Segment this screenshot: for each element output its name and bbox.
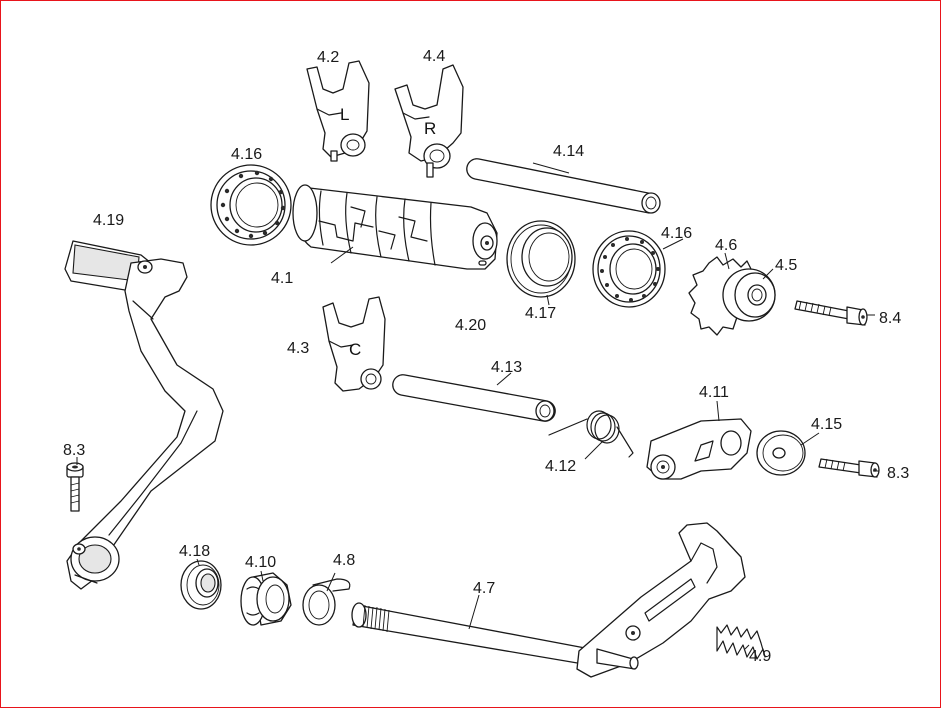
shift-pawl-4-11[interactable] xyxy=(646,418,752,480)
label-4-7: 4.7 xyxy=(473,580,495,597)
gear-shift-lever-4-19[interactable] xyxy=(64,240,224,590)
spring-4-9[interactable] xyxy=(716,624,766,660)
label-4-12: 4.12 xyxy=(545,458,576,475)
label-4-14: 4.14 xyxy=(553,143,584,160)
bearing-4-16-right[interactable] xyxy=(592,230,666,308)
bolt-8-4[interactable] xyxy=(794,300,868,326)
fork-shaft-4-14[interactable] xyxy=(466,158,661,214)
label-8-3-right: 8.3 xyxy=(887,465,909,482)
bolt-8-3-lever[interactable] xyxy=(66,462,84,512)
fork-letter-r: R xyxy=(424,119,436,138)
clip-ring-4-8[interactable] xyxy=(302,578,351,626)
fork-shaft-4-13[interactable] xyxy=(392,374,556,422)
washer-4-15[interactable] xyxy=(756,430,806,476)
label-4-13: 4.13 xyxy=(491,359,522,376)
shift-fork-4-4[interactable]: R xyxy=(394,64,464,178)
label-4-15: 4.15 xyxy=(811,416,842,433)
bearing-4-16-left[interactable] xyxy=(210,164,292,246)
label-4-11: 4.11 xyxy=(699,384,729,401)
bolt-8-3-right[interactable] xyxy=(818,458,880,478)
label-8-4: 8.4 xyxy=(879,310,901,327)
label-4-16-right: 4.16 xyxy=(661,225,692,242)
label-4-18: 4.18 xyxy=(179,543,210,560)
part-labels: 4.2 4.4 4.16 4.14 4.19 4.16 4.6 4.5 4.1 … xyxy=(63,48,909,665)
fork-letter-c: C xyxy=(349,340,361,359)
label-4-1: 4.1 xyxy=(271,270,293,287)
label-4-17: 4.17 xyxy=(525,305,556,322)
label-4-20: 4.20 xyxy=(455,317,486,334)
oil-seal-4-18[interactable] xyxy=(180,560,222,610)
bushing-4-17[interactable] xyxy=(506,220,576,298)
shift-drum-4-1[interactable] xyxy=(292,184,498,270)
label-4-9: 4.9 xyxy=(749,648,771,665)
detent-roller-4-5[interactable] xyxy=(722,268,776,322)
torsion-spring-4-12[interactable] xyxy=(548,410,634,458)
shift-fork-4-2[interactable]: L xyxy=(306,60,370,162)
label-4-16-left: 4.16 xyxy=(231,146,262,163)
bushing-4-10[interactable] xyxy=(240,572,292,626)
label-4-10: 4.10 xyxy=(245,554,276,571)
label-4-2: 4.2 xyxy=(317,49,339,66)
shift-fork-4-3[interactable]: C xyxy=(322,296,386,392)
leader-lines xyxy=(76,162,879,650)
shift-shaft-4-7[interactable] xyxy=(351,522,746,678)
label-4-4: 4.4 xyxy=(423,48,445,65)
label-4-6: 4.6 xyxy=(715,237,737,254)
label-4-8: 4.8 xyxy=(333,552,355,569)
label-4-5: 4.5 xyxy=(775,257,797,274)
label-4-3: 4.3 xyxy=(287,340,309,357)
label-8-3-left: 8.3 xyxy=(63,442,85,459)
label-4-19: 4.19 xyxy=(93,212,124,229)
fork-letter-l: L xyxy=(340,105,349,124)
